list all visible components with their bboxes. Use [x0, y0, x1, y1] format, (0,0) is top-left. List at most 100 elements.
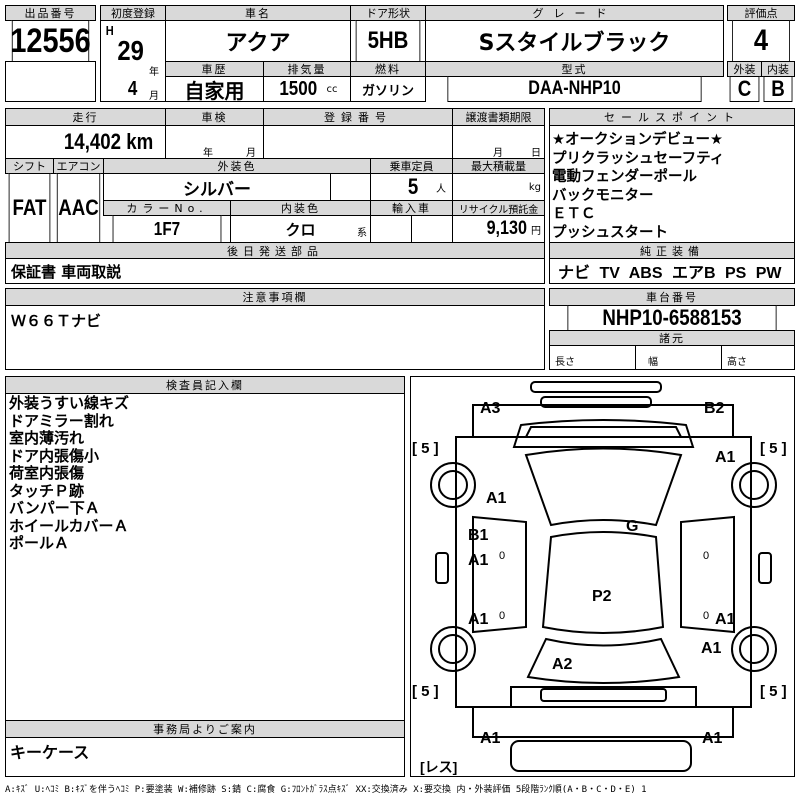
ext-color: シルバー — [103, 173, 331, 201]
insp-month-unit: 月 — [246, 148, 256, 159]
ext-color-label: 外装色 — [103, 158, 371, 174]
damage-mark: A1 — [480, 730, 501, 747]
displacement: 1500 — [279, 77, 318, 100]
displacement-label: 排気量 — [263, 61, 351, 77]
import-box-2 — [411, 215, 453, 243]
import-label: 輸入車 — [370, 200, 453, 216]
tire-tread: [ 5 ] — [760, 440, 787, 457]
damage-mark: A1 — [486, 490, 507, 507]
model: DAA-NHP10 — [447, 76, 702, 102]
ext-score-label: 外装 — [727, 61, 762, 77]
yen-unit: 円 — [531, 225, 541, 237]
inspector-item: ポールＡ — [9, 534, 70, 552]
recycle-fee: 9,130 — [487, 218, 528, 239]
sales-point: ★オークションデビュー★ — [552, 132, 723, 148]
damage-mark: A1 — [468, 552, 489, 569]
spare-tire: [レス] — [420, 759, 458, 775]
sales-point: 電動フェンダーポール — [552, 169, 697, 185]
inspector-label: 検査員記入欄 — [5, 376, 405, 394]
damage-mark: A1 — [701, 640, 722, 657]
inspector-item: ドアミラー割れ — [9, 411, 114, 430]
sales-points-label: セールスポイント — [549, 108, 795, 126]
lot-label: 出品番号 — [5, 5, 96, 21]
damage-mark: A1 — [715, 611, 736, 628]
model-label: 型式 — [425, 61, 724, 77]
sales-points-list: ★オークションデビュー★ プリクラッシュセーフティ 電動フェンダーポール バック… — [552, 131, 724, 242]
sales-point: ＥＴＣ — [552, 206, 596, 222]
ext-color-extra — [330, 173, 371, 201]
notes-label: 注意事項欄 — [5, 288, 545, 306]
damage-mark: A1 — [715, 449, 736, 466]
length-label: 長さ — [555, 357, 575, 368]
fuel-label: 燃料 — [350, 61, 426, 77]
mileage-label: 走行 — [5, 108, 166, 126]
lot-number: 12556 — [10, 20, 91, 62]
width-label: 幅 — [648, 357, 658, 368]
tread-depth: 0 — [703, 550, 710, 562]
tire-tread: [ 5 ] — [412, 440, 439, 457]
displacement-box: 1500 cc — [263, 76, 351, 102]
capacity-label: 乗車定員 — [370, 158, 453, 174]
inspector-item: 荷室内張傷 — [9, 464, 85, 482]
max-load-label: 最大積載量 — [452, 158, 545, 174]
transfer-label: 譲渡書類期限 — [452, 108, 545, 126]
specs-label: 諸元 — [549, 330, 795, 346]
inspection-label: 車検 — [165, 108, 264, 126]
door-label: ドア形状 — [350, 5, 426, 21]
damage-mark: A2 — [552, 656, 573, 673]
height-label: 高さ — [727, 357, 747, 368]
transfer-day-unit: 日 — [531, 148, 541, 159]
fuel: ガソリン — [350, 76, 426, 102]
transfer-box: 月日 — [452, 125, 545, 159]
cc-unit: cc — [326, 83, 338, 95]
overall-score: 4 — [732, 20, 790, 62]
office-label: 事務局よりご案内 — [5, 720, 405, 738]
sales-point: プッシュスタート — [552, 224, 668, 241]
capacity-unit: 人 — [436, 183, 446, 195]
tread-depth: 0 — [499, 550, 506, 562]
inspector-item: ドア内張傷小 — [9, 446, 100, 465]
equipment-label: 純正装備 — [549, 242, 795, 259]
month-unit: 月 — [149, 91, 159, 102]
inspector-item: バンパー下Ａ — [9, 499, 100, 517]
shift-label: シフト — [5, 158, 54, 174]
grade-label: グレード — [425, 5, 724, 21]
inspector-item: タッチＰ跡 — [9, 481, 85, 500]
recycle-label: リサイクル預託金 — [452, 200, 545, 216]
int-color-unit: 系 — [357, 228, 367, 239]
equipment: ナビ TV ABS エアB PS PW — [549, 258, 795, 284]
grade: Sスタイルブラック — [425, 20, 724, 62]
history: 自家用 — [165, 76, 264, 103]
damage-mark: A1 — [468, 611, 489, 628]
chassis-label: 車台番号 — [549, 288, 795, 306]
car-outline-icon — [430, 381, 777, 772]
reg-year: 29 — [117, 35, 144, 66]
damage-mark: G — [626, 518, 639, 535]
damage-mark: B2 — [704, 400, 725, 417]
later-parts-label: 後日発送部品 — [5, 242, 545, 259]
capacity: 5 — [407, 174, 419, 199]
first-reg-label: 初度登録 — [100, 5, 166, 21]
tread-depth: 0 — [499, 610, 506, 622]
reg-no-label: 登録番号 — [263, 108, 453, 126]
max-load-unit: kg — [528, 181, 541, 193]
int-color: クロ — [285, 220, 316, 239]
mileage: 14,402 km — [63, 129, 154, 154]
tire-tread: [ 5 ] — [412, 683, 439, 700]
sales-points: ★オークションデビュー★ プリクラッシュセーフティ 電動フェンダーポール バック… — [549, 125, 795, 243]
office-note: キーケース — [10, 743, 90, 762]
insp-year-unit: 年 — [203, 148, 213, 159]
damage-mark: A3 — [480, 400, 501, 417]
chassis-number: NHP10-6588153 — [567, 305, 777, 331]
damage-mark: P2 — [592, 588, 612, 605]
reg-month: 4 — [127, 78, 138, 100]
import-box-1 — [370, 215, 412, 243]
era: H — [105, 23, 114, 38]
tread-depth: 0 — [703, 610, 710, 622]
damage-diagram — [410, 376, 795, 777]
door-type: 5HB — [355, 20, 421, 62]
sales-point: プリクラッシュセーフティ — [552, 150, 725, 167]
sales-point: バックモニター — [552, 187, 654, 204]
inspector-item: ホイールカバーＡ — [9, 516, 129, 535]
lot-empty — [5, 61, 96, 102]
